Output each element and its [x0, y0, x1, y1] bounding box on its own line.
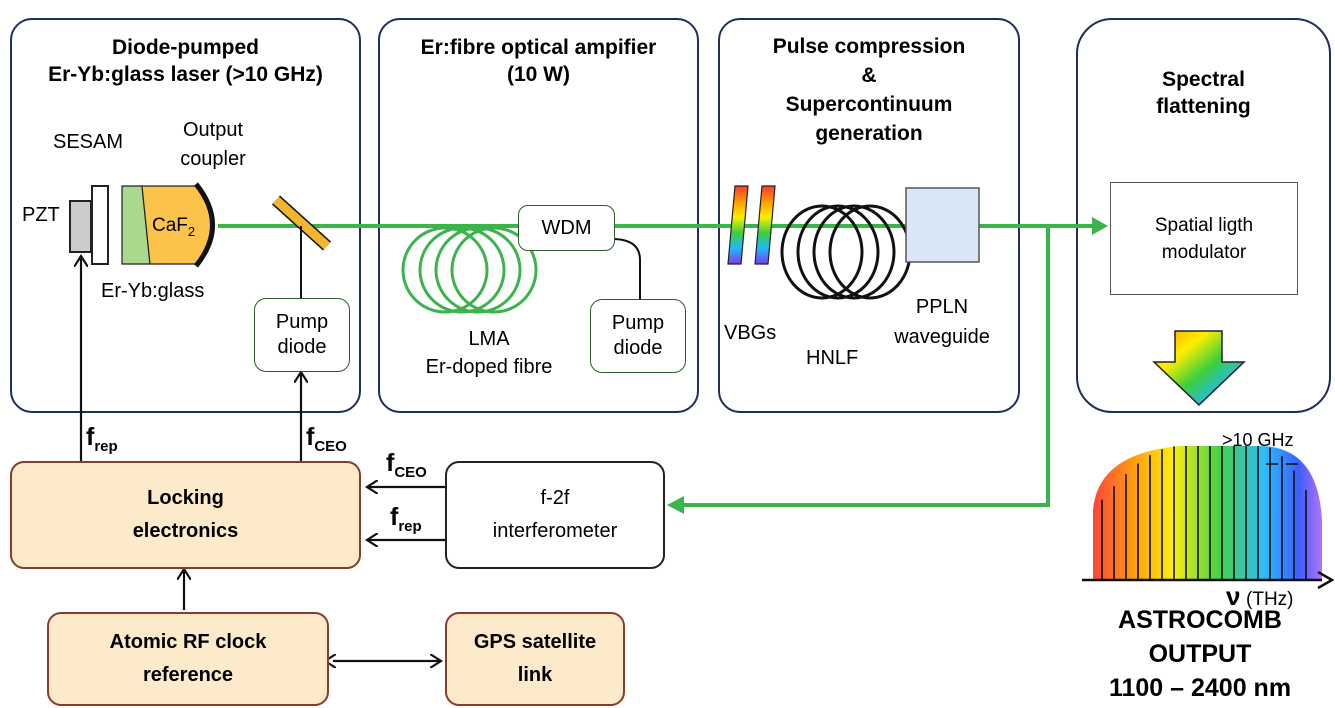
output-line2: OUTPUT: [1148, 640, 1252, 668]
amplifier-title-line1: Er:fibre optical ampifier: [420, 36, 657, 59]
gps-line1: GPS satellite: [473, 631, 597, 653]
ppln-line1: PPLN: [915, 296, 969, 318]
vbg-grating-1: [727, 185, 749, 265]
locking-line1: Locking: [147, 487, 224, 509]
nu-axis-label: ν (THz): [1226, 581, 1294, 612]
tap-arrowhead: [667, 496, 684, 514]
output-line3: 1100 – 2400 nm: [1108, 674, 1292, 702]
comb-spectrum: [1082, 446, 1335, 590]
clock-line1: Atomic RF clock: [109, 631, 267, 653]
ppln-line2: waveguide: [894, 326, 990, 348]
laser-title-line1: Diode-pumped: [112, 36, 259, 59]
compression-title-line3: Supercontinuum: [785, 93, 953, 116]
pzt-block: [69, 200, 92, 253]
wdm-box: WDM: [518, 205, 615, 251]
slm-line2: modulator: [1161, 241, 1247, 263]
output-coupler-label: Output coupler: [168, 116, 258, 174]
output-coupler-line2: coupler: [180, 148, 246, 170]
clock-line2: reference: [142, 664, 234, 686]
output-coupler-line1: Output: [182, 119, 244, 141]
sesam-label: SESAM: [53, 131, 124, 153]
lma-label: LMA Er-doped fibre: [404, 325, 574, 381]
laser-pump-line2: diode: [277, 336, 327, 358]
caf2-base: CaF: [152, 215, 188, 236]
comb-spacing-label: >10 GHz: [1222, 430, 1294, 450]
comb-axis-arrowhead: [1317, 570, 1335, 590]
pzt-label: PZT: [22, 204, 60, 226]
frep-interferometer-label: frep: [390, 503, 422, 535]
laser-pump-diode: Pump diode: [254, 298, 350, 372]
flattening-title-line1: Spectral: [1162, 68, 1245, 91]
amplifier-pump-diode: Pump diode: [590, 299, 686, 373]
compression-title-line4: generation: [815, 122, 923, 145]
lma-fibre-coil: [401, 226, 538, 314]
hnlf-label: HNLF: [806, 347, 859, 369]
flattening-title-line2: flattening: [1156, 95, 1251, 118]
f2f-interferometer-box: f-2f interferometer: [445, 461, 665, 569]
vbg-grating-2: [754, 185, 776, 265]
frep-feedback-label: frep: [86, 423, 118, 455]
caf2-label: CaF2: [152, 214, 195, 244]
flattening-output-arrow: [1152, 330, 1246, 407]
compression-title-line1: Pulse compression: [772, 35, 966, 58]
amplifier-title-line2: (10 W): [507, 63, 570, 86]
wdm-pump-fibre: [611, 238, 641, 300]
laser-title-line2: Er-Yb:glass laser (>10 GHz): [48, 63, 323, 86]
fceo-feedback-label: fCEO: [306, 423, 347, 455]
thz-unit: (THz): [1246, 589, 1294, 610]
comb-envelope: [1093, 446, 1322, 580]
compression-title-line2: &: [861, 64, 877, 87]
nu-symbol: ν: [1226, 581, 1241, 611]
beam-arrowhead: [1092, 217, 1108, 235]
vbgs-label: VBGs: [724, 322, 777, 344]
caf2-subscript: 2: [187, 223, 196, 239]
astrocomb-output-label: ASTROCOMB OUTPUT 1100 – 2400 nm: [1085, 603, 1315, 705]
laser-pump-line1: Pump: [275, 311, 329, 333]
hnlf-coil: [780, 204, 912, 300]
amp-pump-line2: diode: [613, 337, 663, 359]
interferometer-line1: f-2f: [540, 487, 570, 509]
ppln-waveguide: [905, 187, 980, 263]
output-coupler-mirror: [194, 182, 215, 268]
output-line1: ASTROCOMB: [1118, 606, 1282, 634]
er-yb-glass-label: Er-Yb:glass: [101, 280, 205, 302]
gps-link-box: GPS satellite link: [445, 612, 625, 706]
interferometer-line2: interferometer: [492, 520, 618, 542]
gps-line2: link: [517, 664, 553, 686]
spatial-light-modulator: Spatial ligth modulator: [1110, 182, 1298, 295]
tap-beam: [680, 226, 1050, 507]
locking-electronics-box: Locking electronics: [10, 461, 361, 569]
slm-line1: Spatial ligth: [1154, 214, 1254, 236]
amp-pump-line1: Pump: [611, 312, 665, 334]
lma-line2: Er-doped fibre: [425, 356, 553, 378]
fceo-interferometer-label: fCEO: [386, 449, 427, 481]
ppln-label: PPLN waveguide: [878, 292, 1006, 352]
lma-line1: LMA: [468, 328, 510, 350]
sesam-block: [91, 185, 109, 265]
atomic-clock-box: Atomic RF clock reference: [47, 612, 329, 706]
locking-line2: electronics: [132, 520, 239, 542]
